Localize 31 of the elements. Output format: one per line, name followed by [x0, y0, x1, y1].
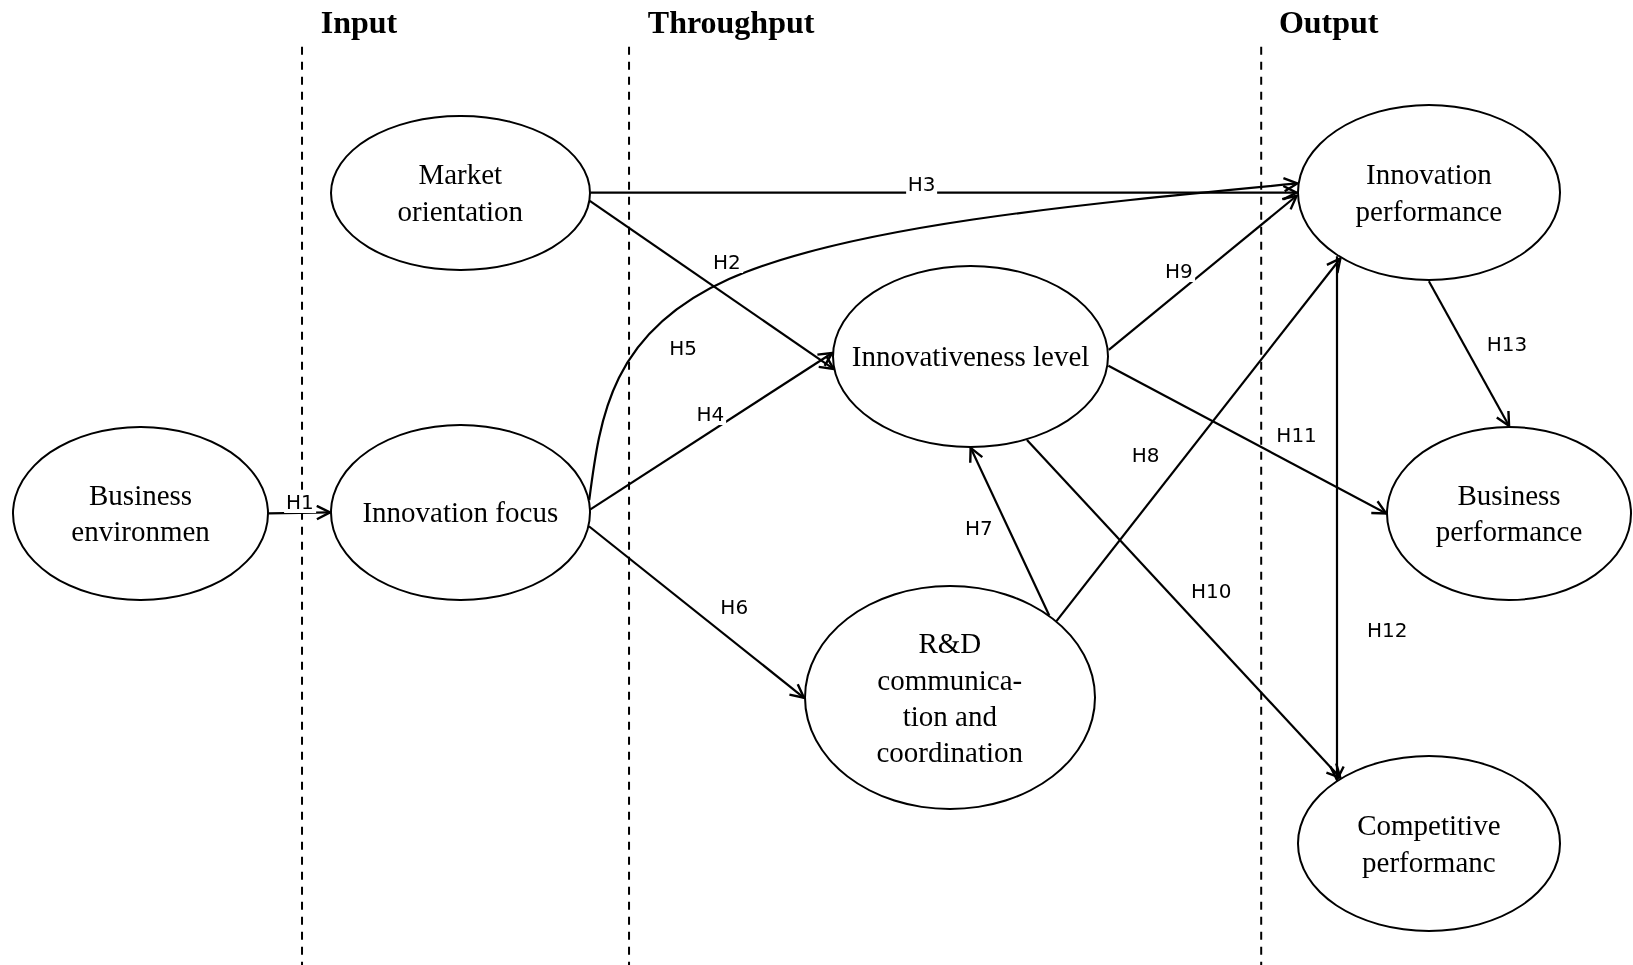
ellipse-node [12, 425, 269, 601]
column-heading: Output [1278, 4, 1379, 41]
ellipse-node [1386, 425, 1632, 601]
node-label: Business environmen [70, 478, 211, 550]
node-label: Market orientation [396, 157, 525, 229]
arrow [1055, 257, 1342, 622]
ellipse-node [832, 264, 1110, 448]
arrow [1427, 280, 1511, 428]
ellipse-node [1296, 104, 1562, 282]
arrow [268, 504, 332, 521]
node-label: Innovativeness level [850, 339, 1091, 375]
arrow [969, 446, 1051, 616]
ellipse-node [330, 114, 591, 271]
node-label: Business performance [1434, 478, 1584, 550]
ellipse-node [1296, 755, 1562, 933]
arrow [1329, 256, 1345, 782]
ellipse-node [804, 585, 1096, 811]
arrow [1107, 364, 1388, 515]
arrow [589, 199, 835, 371]
arrow [1108, 194, 1298, 351]
arrow [1026, 439, 1342, 779]
node-label: Innovation focus [361, 495, 560, 531]
arrow [589, 351, 834, 511]
arrow [588, 525, 806, 699]
ellipse-node [330, 423, 591, 601]
node-label: Competitive performanc [1356, 808, 1502, 880]
node-label: Innovation performance [1354, 157, 1504, 229]
arrow [588, 176, 1299, 501]
column-heading: Throughput [647, 4, 815, 41]
node-label: R&D communica- tion and coordination [875, 626, 1025, 770]
column-heading: Input [320, 4, 398, 41]
